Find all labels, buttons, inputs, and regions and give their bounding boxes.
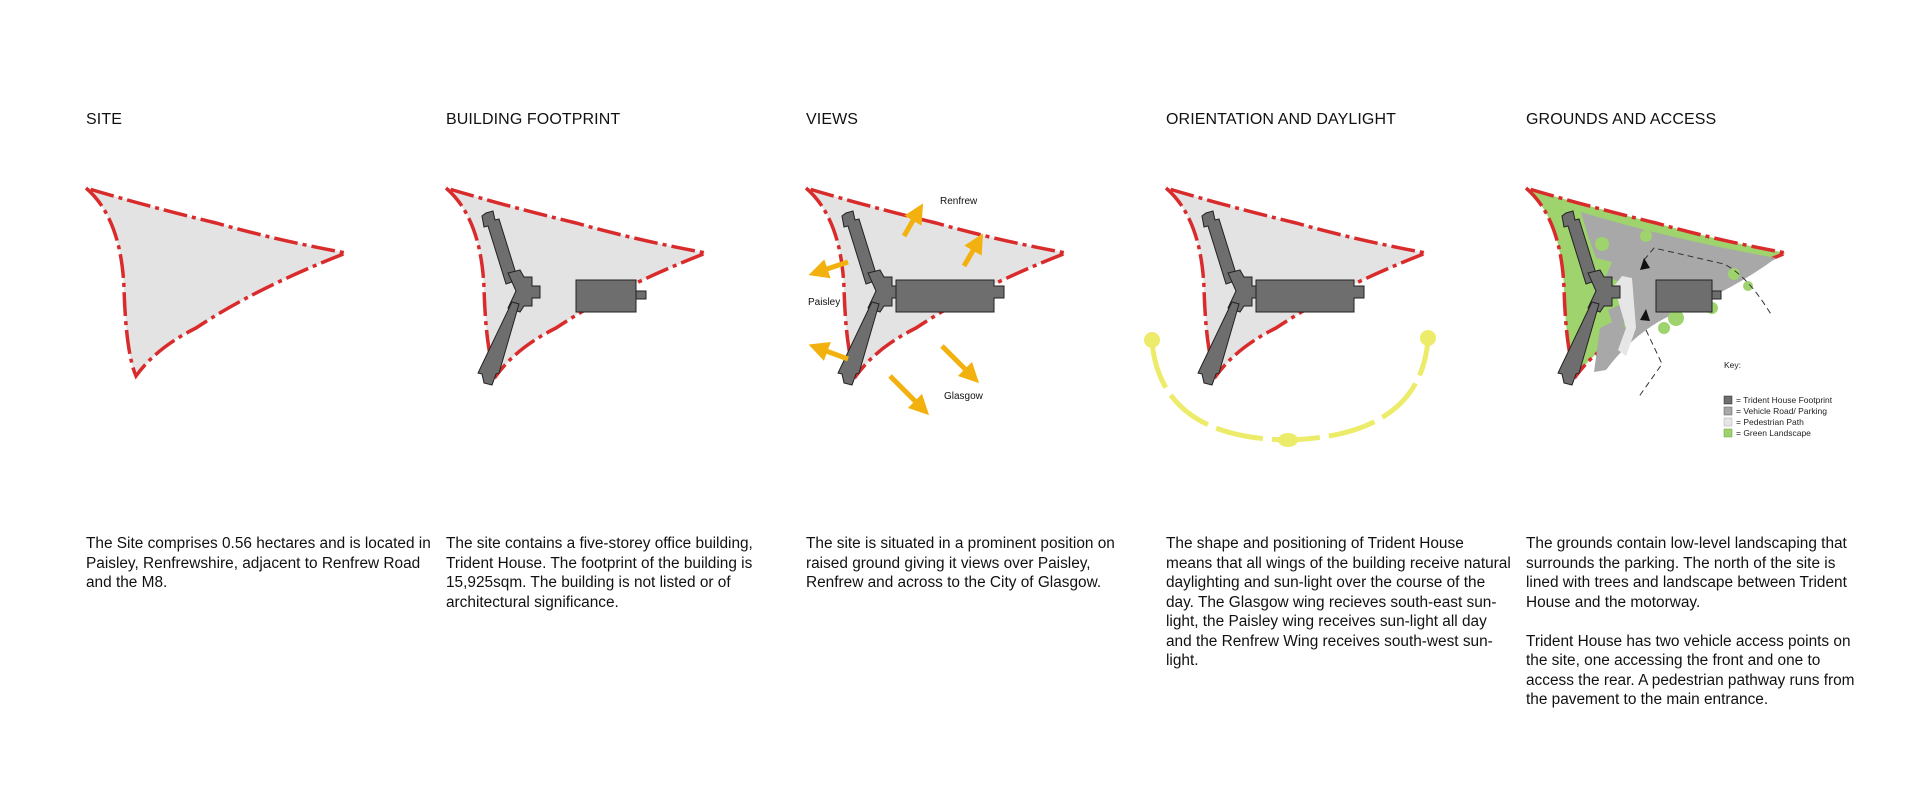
description-paragraph: The grounds contain low-level landscapin… (1526, 535, 1847, 611)
annex-building (1655, 279, 1713, 313)
view-arrow (901, 203, 924, 238)
panel-description: The site contains a five-storey office b… (446, 534, 791, 632)
annex-stub (635, 290, 647, 300)
legend-swatch-road (1723, 406, 1733, 416)
legend-swatch-path (1723, 417, 1733, 427)
legend-swatch-green (1723, 428, 1733, 438)
sunrise-marker (1144, 332, 1160, 348)
sun-path (1149, 339, 1431, 443)
panel-orientation-daylight: ORIENTATION AND DAYLIGHT The shape and p… (1144, 0, 1511, 789)
paisley-label: Paisley (808, 297, 840, 308)
glasgow-wing (895, 279, 1005, 313)
glasgow-label: Glasgow (944, 391, 984, 402)
description-paragraph: Trident House has two vehicle access poi… (1526, 632, 1855, 709)
legend-label-footprint: = Trident House Footprint (1736, 395, 1833, 405)
view-arrow (808, 259, 849, 279)
orientation-daylight-diagram (1144, 186, 1436, 447)
grounds-access-diagram: Key: = Trident House Footprint = Vehicle… (1524, 186, 1833, 438)
rear-access-arrow (1640, 258, 1650, 270)
description-paragraph: The site is situated in a prominent posi… (806, 535, 1115, 591)
view-arrow (940, 344, 980, 384)
panel-building-footprint: BUILDING FOOTPRINT The site contains a f… (444, 0, 786, 789)
panel-title: BUILDING FOOTPRINT (446, 111, 621, 128)
panel-description: The shape and positioning of Trident Hou… (1166, 534, 1511, 690)
description-paragraph: The shape and positioning of Trident Hou… (1166, 535, 1511, 669)
front-access-arrow (1640, 309, 1650, 321)
panel-description: The site is situated in a prominent posi… (806, 534, 1151, 612)
panel-views: VIEWS Renfrew Paisley Glasgow (804, 0, 1146, 789)
building-footprint-diagram (444, 186, 708, 386)
panel-title: SITE (86, 111, 122, 128)
tree (1658, 322, 1670, 334)
view-arrow (961, 233, 984, 268)
rear-access-route (1643, 247, 1773, 317)
tree (1595, 237, 1609, 251)
panel-title: ORIENTATION AND DAYLIGHT (1166, 111, 1396, 128)
glasgow-wing (1255, 279, 1365, 313)
legend-label-green: = Green Landscape (1736, 428, 1811, 438)
panel-title: VIEWS (806, 111, 859, 128)
legend: Key: = Trident House Footprint = Vehicle… (1723, 360, 1833, 438)
tree (1668, 310, 1684, 326)
legend-swatch-footprint (1723, 395, 1733, 405)
panel-description: The grounds contain low-level landscapin… (1526, 534, 1871, 729)
renfrew-label: Renfrew (940, 196, 978, 207)
tree (1743, 281, 1753, 291)
tree (1640, 230, 1652, 242)
panel-description: The Site comprises 0.56 hectares and is … (86, 534, 431, 612)
annex-building (575, 279, 637, 313)
annex-stub (1711, 290, 1722, 300)
view-arrow (888, 374, 930, 416)
description-paragraph: The site contains a five-storey office b… (446, 535, 753, 611)
tree (1728, 268, 1740, 280)
views-diagram: Renfrew Paisley Glasgow (804, 186, 1068, 416)
sunset-marker (1420, 330, 1436, 346)
legend-label-path: = Pedestrian Path (1736, 417, 1804, 427)
midday-sun-marker (1278, 433, 1298, 447)
panel-title: GROUNDS AND ACCESS (1526, 111, 1717, 128)
panel-grounds-access: GROUNDS AND ACCESS (1524, 0, 1866, 789)
site-area (84, 186, 348, 378)
view-arrow (808, 342, 849, 362)
front-access-route (1637, 329, 1663, 399)
legend-label-road: = Vehicle Road/ Parking (1736, 406, 1827, 416)
site-diagram (84, 186, 348, 378)
panel-site: SITE The Site comprises 0.56 hectares an… (84, 0, 431, 789)
description-paragraph: The Site comprises 0.56 hectares and is … (86, 535, 431, 591)
legend-title: Key: (1724, 360, 1741, 370)
